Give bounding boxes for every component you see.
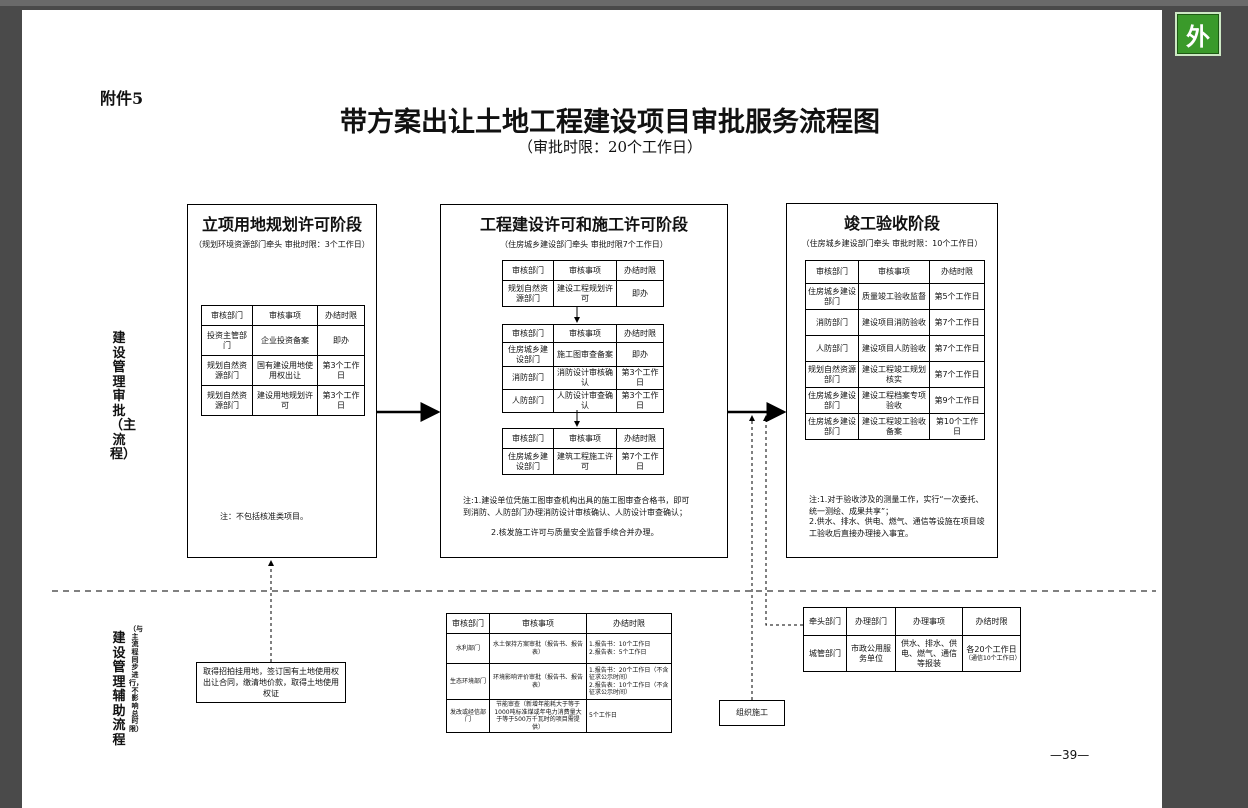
table-row: 规划自然资源部门 建设工程竣工规划核实 第7个工作日 [805,361,985,388]
page-title: 带方案出让土地工程建设项目审批服务流程图 [340,107,880,138]
table-row: 住房城乡建设部门 建筑工程施工许可 第7个工作日 [502,448,664,475]
lane-label-main: 建设管理审批（主流程） [110,331,137,463]
table-row: 住房城乡建设部门 建设工程档案专项验收 第9个工作日 [805,387,985,414]
aux-utility-table: 牵头部门 办理部门 办理事项 办结时限 城管部门 市政公用服务单位 供水、排水、… [803,607,1021,672]
header-time: 办结时限 [317,305,365,326]
table-row: 住房城乡建设部门 建设工程竣工验收备案 第10个工作日 [805,413,985,440]
stage-note-2: 2.供水、排水、供电、燃气、通信等设施在项目竣工验收后直接办理接入事宜。 [809,517,985,538]
dashed-arrow-utility-to-main [763,415,803,626]
lane-label-aux-note: （与主流程同步进行，不影响总时限） [129,625,143,733]
table-row: 住房城乡建设部门 质量竣工验收监督 第5个工作日 [805,283,985,310]
aux-land-acquisition-box: 取得招拍挂用地，签订国有土地使用权出让合同，缴清地价款，取得土地使用权证 [196,662,346,703]
table-row: 发改或经信部门 节能审查（新增年能耗大于等于1000吨标准煤或年电力消费量大于等… [446,699,672,733]
table-row: 水利部门 水土保持方案审批（报告书、报告表） 1.报告书：10个工作日 2.报告… [446,633,672,664]
approval-table-construction: 审核部门 审核事项 办结时限 住房城乡建设部门 建筑工程施工许可 第7个工作日 [502,428,664,475]
table-row: 规划自然资源部门 建设用地规划许可 第3个工作日 [201,385,365,416]
stage-note-2: 2.核发施工许可与质量安全监督手续合并办理。 [491,528,659,537]
stage-title: 竣工验收阶段 [843,214,940,233]
stage-subtitle: （规划环境资源部门牵头 审批时限：3个工作日） [194,240,370,249]
stage-subtitle: （住房城乡建设部门牵头 审批时限7个工作日） [500,240,668,249]
stage-completion-acceptance: 竣工验收阶段 （住房城乡建设部门牵头 审批时限：10个工作日） 审核部门 审核事… [786,203,998,558]
stage-note: 注：不包括核准类项目。 [220,512,308,521]
table-row: 住房城乡建设部门 施工图审查备案 即办 [502,342,664,367]
aux-organize-construction-box: 组织施工 [719,700,785,726]
table-row: 规划自然资源部门 建设工程规划许可 即办 [502,280,664,307]
stage-subtitle: （住房城乡建设部门牵头 审批时限：10个工作日） [801,239,983,248]
page-subtitle: （审批时限：20个工作日） [517,138,703,156]
table-row: 消防部门 建设项目消防验收 第7个工作日 [805,309,985,336]
table-row: 投资主管部门 企业投资备案 即办 [201,325,365,356]
appendix-label: 附件5 [100,89,144,108]
table-row: 人防部门 建设项目人防验收 第7个工作日 [805,335,985,362]
stage-note-1: 注:1.对于验收涉及的测量工作，实行“一次委托、统一测绘、成果共享”； [809,495,984,516]
page-number: —39— [1050,748,1090,762]
stage-land-planning: 立项用地规划许可阶段 （规划环境资源部门牵头 审批时限：3个工作日） 审核部门 … [187,204,377,558]
stage-title: 立项用地规划许可阶段 [201,215,362,234]
external-badge[interactable]: 外 [1175,12,1221,56]
approval-table-planning: 审核部门 审核事项 办结时限 规划自然资源部门 建设工程规划许可 即办 [502,260,664,307]
table-row: 生态环境部门 环境影响评价审批（报告书、报告表） 1.报告书：20个工作日（不含… [446,663,672,700]
stage-title: 工程建设许可和施工许可阶段 [479,215,688,234]
approval-table: 审核部门 审核事项 办结时限 投资主管部门 企业投资备案 即办 规划自然资源部门… [201,305,365,416]
aux-approval-table: 审核部门 审核事项 办结时限 水利部门 水土保持方案审批（报告书、报告表） 1.… [446,613,672,733]
lane-label-aux: 建设管理辅助流程 [112,631,126,748]
stage-note-1: 注:1.建设单位凭施工图审查机构出具的施工图审查合格书，即可到消防、人防部门办理… [463,496,690,517]
table-row: 人防部门 人防设计审查确认 第3个工作日 [502,389,664,413]
approval-table-design-review: 审核部门 审核事项 办结时限 住房城乡建设部门 施工图审查备案 即办 消防部门 … [502,324,664,413]
stage-construction-permit: 工程建设许可和施工许可阶段 （住房城乡建设部门牵头 审批时限7个工作日） 审核部… [440,204,728,558]
approval-table: 审核部门 审核事项 办结时限 住房城乡建设部门 质量竣工验收监督 第5个工作日 … [805,260,985,440]
table-row: 城管部门 市政公用服务单位 供水、排水、供电、燃气、通信等报装 各20个工作日 … [803,635,1021,672]
window-top-bar [0,0,1248,6]
